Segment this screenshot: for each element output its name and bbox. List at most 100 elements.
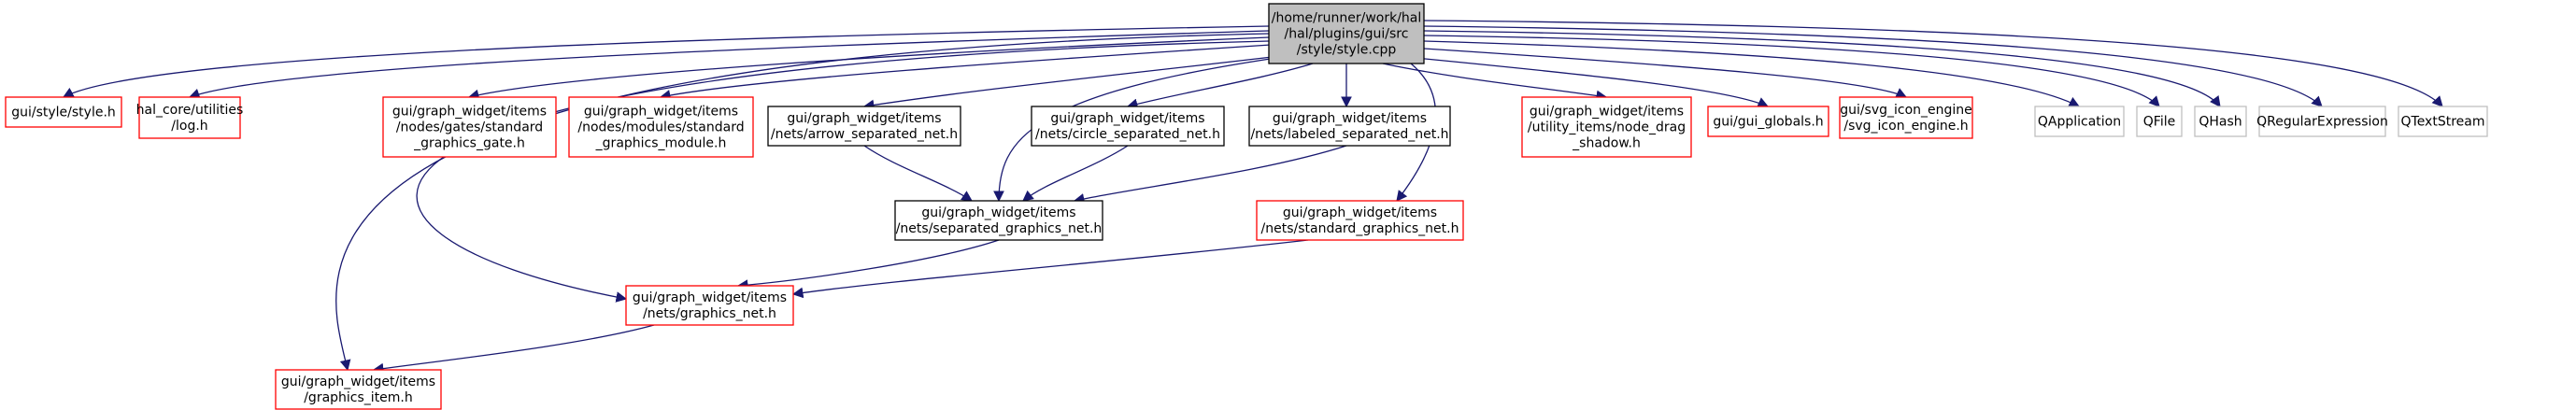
node-arrow_separated_net_h[interactable]: gui/graph_widget/items/nets/arrow_separa… [767, 106, 961, 147]
node-standard_graphics_gate_h[interactable]: gui/graph_widget/items/nodes/gates/stand… [382, 96, 557, 158]
edge-standard_graphics_net_h-to-graphics_net_h [791, 239, 1309, 299]
node-style_cpp[interactable]: /home/runner/work/hal/hal/plugins/gui/sr… [1268, 3, 1425, 64]
node-label-line: gui/graph_widget/items [584, 105, 738, 120]
edge-style_cpp-to-qhash [1423, 30, 2221, 107]
node-label-line: gui/graph_widget/items [633, 290, 787, 305]
node-layer: /home/runner/work/hal/hal/plugins/gui/sr… [5, 3, 2488, 410]
edge-style_cpp-to-qfile [1423, 35, 2160, 107]
node-label-line: hal_core/utilities [136, 103, 244, 118]
edge-style_cpp-to-style_h [62, 25, 1270, 98]
node-gui_globals_h[interactable]: gui/gui_globals.h [1707, 106, 1829, 137]
node-label-line: gui/gui_globals.h [1713, 115, 1823, 130]
node-separated_graphics_net_h[interactable]: gui/graph_widget/items/nets/separated_gr… [894, 200, 1103, 241]
node-box [2258, 106, 2386, 137]
node-label-line: gui/graph_widget/items [921, 205, 1075, 220]
node-box [1707, 106, 1829, 137]
node-qhash: QHash [2194, 106, 2247, 137]
node-qapplication: QApplication [2034, 106, 2125, 137]
node-label-line: /nets/separated_graphics_net.h [896, 221, 1103, 236]
node-label-line: _graphics_module.h [595, 136, 727, 151]
edge-style_cpp-to-qtextstream [1423, 20, 2443, 107]
node-box [2398, 106, 2488, 137]
node-standard_graphics_net_h[interactable]: gui/graph_widget/items/nets/standard_gra… [1256, 200, 1464, 241]
node-qfile: QFile [2136, 106, 2183, 137]
node-box [1268, 3, 1425, 64]
node-label-line: /nets/graphics_net.h [643, 306, 776, 321]
edge-style_cpp-to-graphics_net_h [416, 40, 1270, 303]
node-box [767, 106, 961, 147]
node-label-line: /nets/arrow_separated_net.h [771, 127, 958, 142]
edge-style_cpp-to-arrow_separated_net_h [862, 55, 1281, 111]
node-box [138, 96, 241, 139]
edge-style_cpp-to-gui_globals_h [1415, 57, 1770, 108]
node-label-line: gui/graph_widget/items [281, 375, 435, 389]
node-box [1031, 106, 1225, 147]
node-circle_separated_net_h[interactable]: gui/graph_widget/items/nets/circle_separ… [1031, 106, 1225, 147]
node-qregularexpression: QRegularExpression [2256, 106, 2388, 137]
node-label-line: /nets/circle_separated_net.h [1035, 127, 1220, 142]
node-label-line: gui/graph_widget/items [1283, 205, 1437, 220]
edge-separated_graphics_net_h-to-graphics_net_h [736, 239, 1000, 290]
node-graphics_net_h[interactable]: gui/graph_widget/items/nets/graphics_net… [625, 285, 794, 326]
node-label-line: _graphics_gate.h [413, 136, 525, 151]
node-label-line: gui/graph_widget/items [1273, 111, 1427, 126]
node-box [568, 96, 754, 158]
node-label-line: QHash [2199, 115, 2242, 130]
node-box [2136, 106, 2183, 137]
node-label-line: /nets/standard_graphics_net.h [1261, 221, 1459, 236]
edge-style_cpp-to-svg_icon_engine_h [1423, 48, 1908, 98]
node-label-line: gui/graph_widget/items [392, 105, 547, 120]
node-label-line: /nodes/gates/standard [396, 120, 543, 135]
node-label-line: /hal/plugins/gui/src [1285, 27, 1409, 42]
node-label-line: /svg_icon_engine.h [1843, 119, 1968, 134]
edge-style_cpp-to-qapplication [1423, 40, 2081, 107]
node-label-line: QFile [2143, 115, 2175, 130]
edge-style_cpp-to-graphics_item_h [335, 33, 1270, 372]
node-box [894, 200, 1103, 241]
edge-labeled_separated_net_h-to-separated_graphics_net_h [1073, 145, 1347, 205]
node-label-line: gui/graph_widget/items [1050, 111, 1204, 126]
node-svg_icon_engine_h[interactable]: gui/svg_icon_engine/svg_icon_engine.h [1839, 96, 1973, 139]
node-box [625, 285, 794, 326]
node-label-line: /style/style.cpp [1297, 43, 1397, 58]
node-label-line: gui/style/style.h [11, 106, 116, 120]
node-box [1839, 96, 1973, 139]
edge-style_cpp-to-standard_graphics_module_h [659, 44, 1272, 101]
node-label-line: QTextStream [2401, 115, 2485, 130]
node-label-line: /nodes/modules/standard [577, 120, 744, 135]
edge-style_cpp-to-node_drag_shadow_h [1382, 63, 1608, 102]
edge-style_cpp-to-circle_separated_net_h [1126, 63, 1314, 109]
node-label-line: QRegularExpression [2256, 115, 2388, 130]
node-box [1256, 200, 1464, 241]
edge-graphics_net_h-to-graphics_item_h [372, 324, 655, 375]
node-label-line: QApplication [2038, 115, 2121, 130]
node-node_drag_shadow_h[interactable]: gui/graph_widget/items/utility_items/nod… [1521, 96, 1692, 158]
node-standard_graphics_module_h[interactable]: gui/graph_widget/items/nodes/modules/sta… [568, 96, 754, 158]
node-label-line: /home/runner/work/hal [1272, 11, 1422, 26]
node-label-line: /nets/labeled_separated_net.h [1250, 127, 1448, 142]
node-labeled_separated_net_h[interactable]: gui/graph_widget/items/nets/labeled_sepa… [1248, 106, 1451, 147]
node-graphics_item_h[interactable]: gui/graph_widget/items/graphics_item.h [275, 369, 442, 410]
node-box [1521, 96, 1692, 158]
edge-style_cpp-to-qregularexpression [1423, 25, 2323, 107]
node-box [275, 369, 442, 410]
edge-arrow_separated_net_h-to-separated_graphics_net_h [863, 145, 973, 202]
edge-circle_separated_net_h-to-separated_graphics_net_h [1022, 145, 1129, 202]
node-label-line: /log.h [171, 119, 207, 134]
node-box [382, 96, 557, 158]
node-box [5, 96, 122, 128]
node-label-line: _shadow.h [1572, 136, 1641, 151]
node-style_h[interactable]: gui/style/style.h [5, 96, 122, 128]
node-box [2034, 106, 2125, 137]
node-label-line: /graphics_item.h [304, 390, 413, 405]
node-box [2194, 106, 2247, 137]
edge-style_cpp-to-log_h [188, 30, 1270, 100]
node-log_h[interactable]: hal_core/utilities/log.h [136, 96, 244, 139]
node-label-line: gui/graph_widget/items [787, 111, 941, 126]
node-label-line: /utility_items/node_drag [1528, 120, 1686, 135]
edge-style_cpp-to-standard_graphics_gate_h [467, 36, 1270, 101]
node-label-line: gui/graph_widget/items [1530, 105, 1684, 120]
node-label-line: gui/svg_icon_engine [1840, 103, 1972, 118]
edge-layer [62, 20, 2443, 375]
